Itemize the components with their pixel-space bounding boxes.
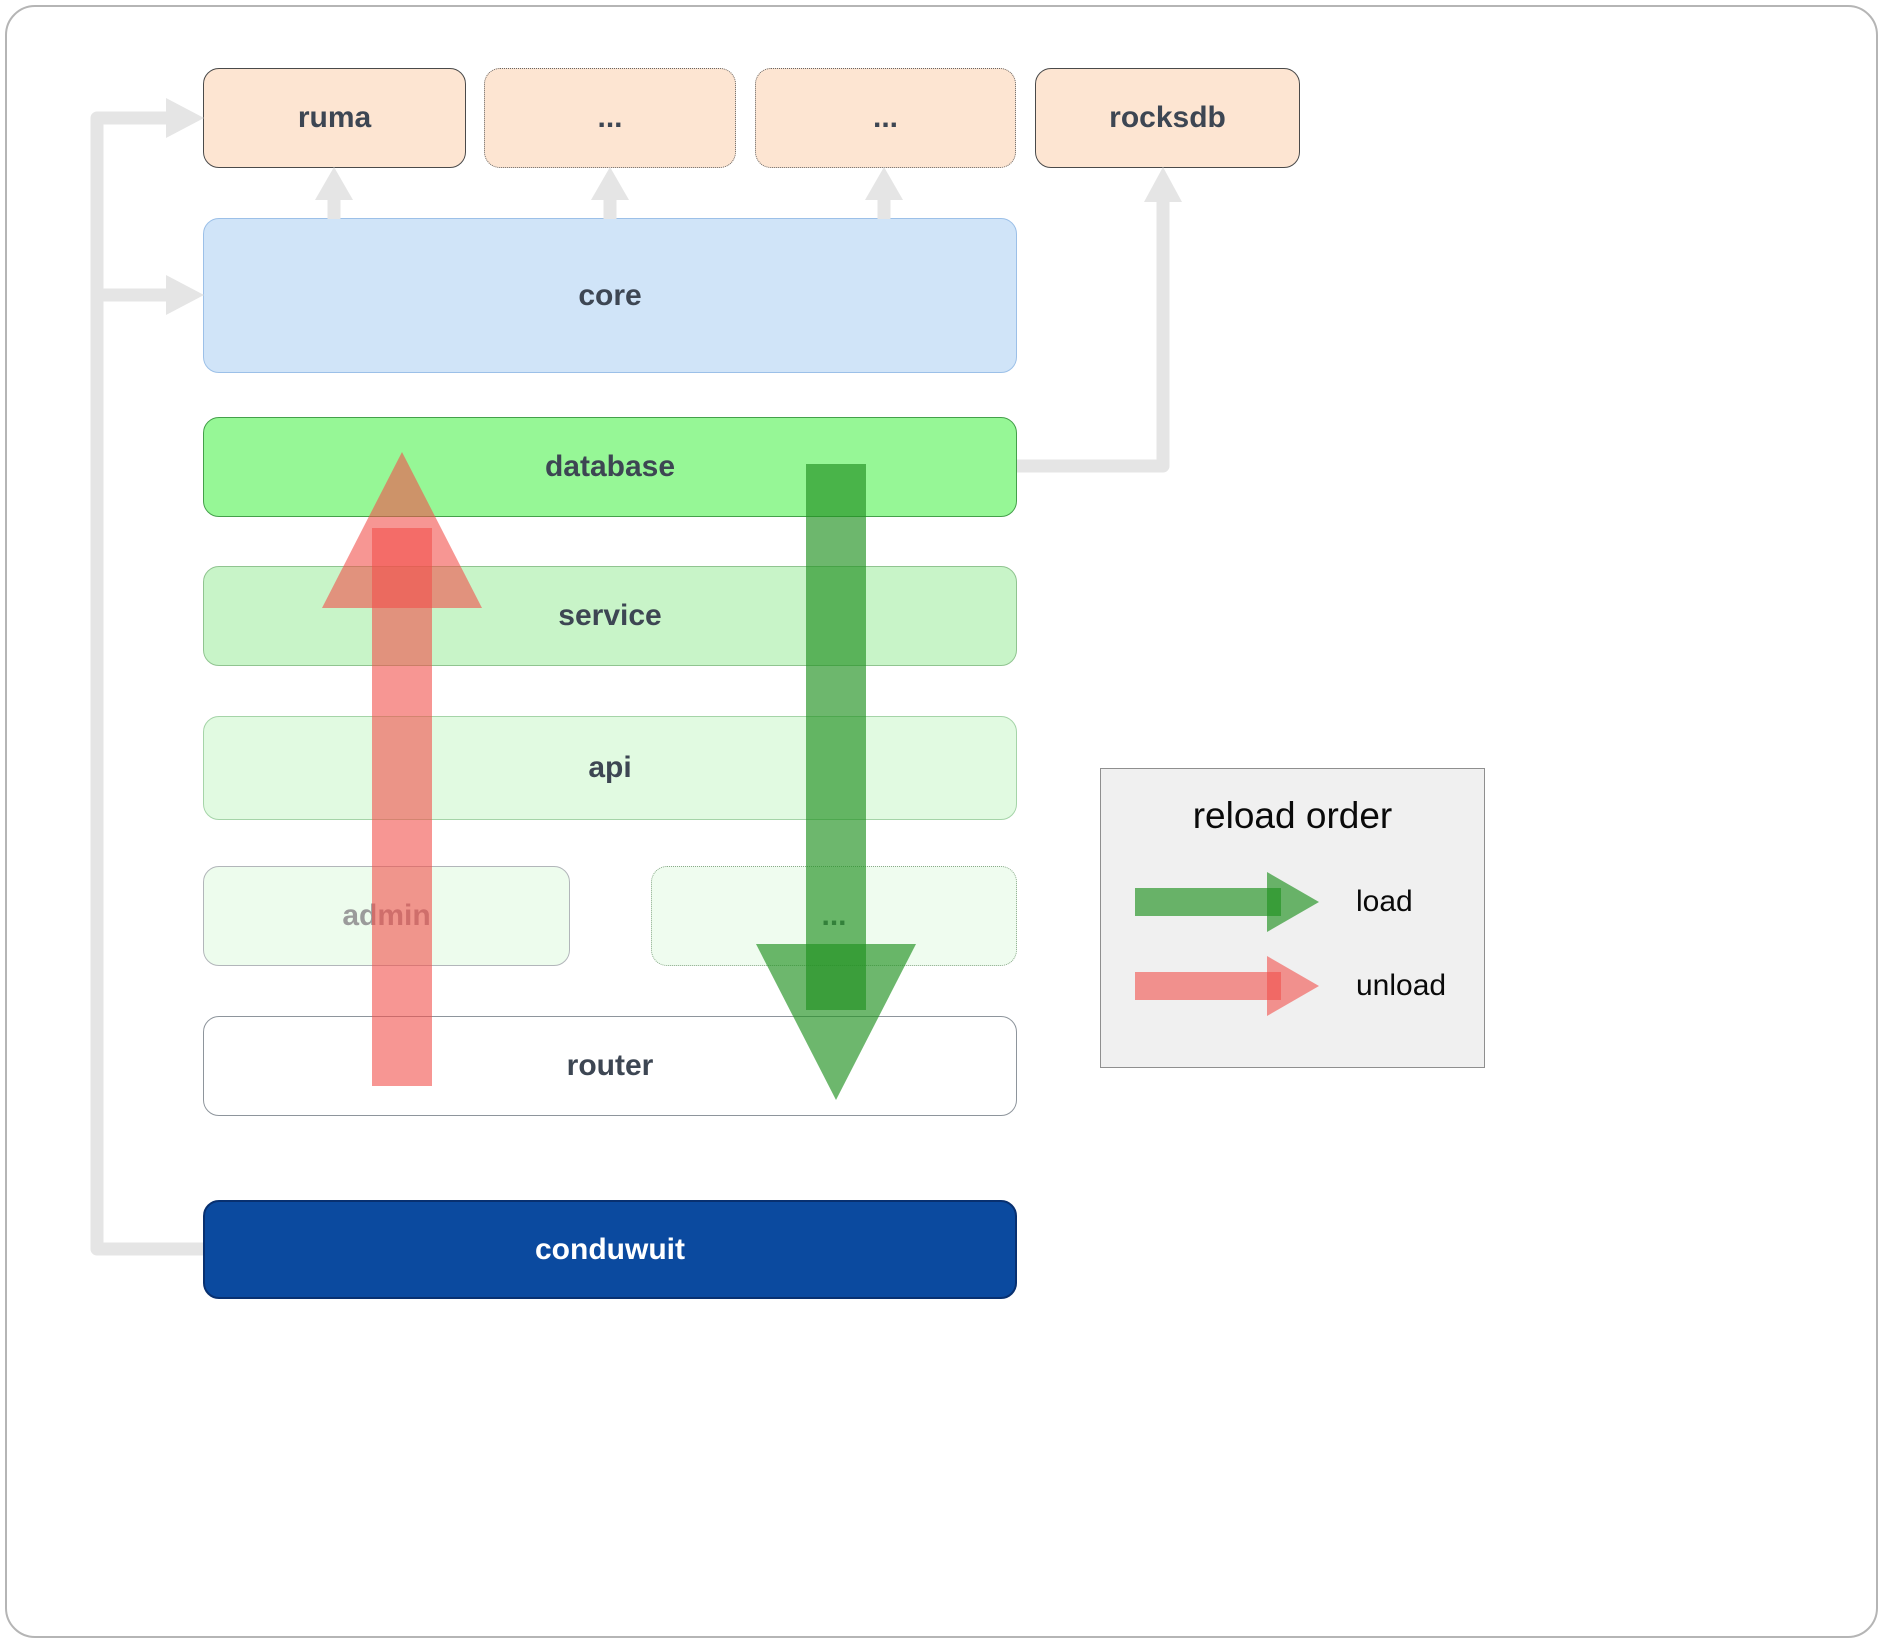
- node-rocksdb: rocksdb: [1035, 68, 1300, 168]
- node-router-label: router: [566, 1049, 654, 1082]
- legend-row-load: load: [1135, 871, 1484, 933]
- node-core: core: [203, 218, 1017, 373]
- node-service: service: [203, 566, 1017, 666]
- node-dependency-1: ...: [484, 68, 736, 168]
- node-dependency-1-label: ...: [597, 101, 623, 134]
- node-more-services-label: ...: [821, 899, 847, 932]
- legend-row-unload: unload: [1135, 955, 1484, 1017]
- outer-frame: [5, 5, 1878, 1638]
- node-database: database: [203, 417, 1017, 517]
- node-dependency-2: ...: [755, 68, 1016, 168]
- node-rocksdb-label: rocksdb: [1109, 101, 1226, 134]
- node-core-label: core: [578, 278, 642, 312]
- node-ruma: ruma: [203, 68, 466, 168]
- legend-panel: reload order load unload: [1100, 768, 1485, 1068]
- node-ruma-label: ruma: [297, 101, 372, 134]
- unload-arrow-icon: [1135, 956, 1319, 1016]
- node-api: api: [203, 716, 1017, 820]
- node-dependency-2-label: ...: [872, 101, 898, 134]
- legend-load-label: load: [1356, 885, 1413, 918]
- node-conduwuit: conduwuit: [203, 1200, 1017, 1299]
- node-service-label: service: [558, 599, 662, 632]
- node-admin: admin: [203, 866, 570, 966]
- node-router: router: [203, 1016, 1017, 1116]
- legend-unload-label: unload: [1356, 969, 1447, 1002]
- node-admin-label: admin: [342, 899, 431, 932]
- node-database-label: database: [544, 450, 676, 483]
- load-arrow-icon: [1135, 872, 1319, 932]
- node-more-services: ...: [651, 866, 1017, 966]
- legend-title: reload order: [1192, 795, 1393, 836]
- node-conduwuit-label: conduwuit: [535, 1232, 685, 1266]
- node-api-label: api: [588, 751, 632, 784]
